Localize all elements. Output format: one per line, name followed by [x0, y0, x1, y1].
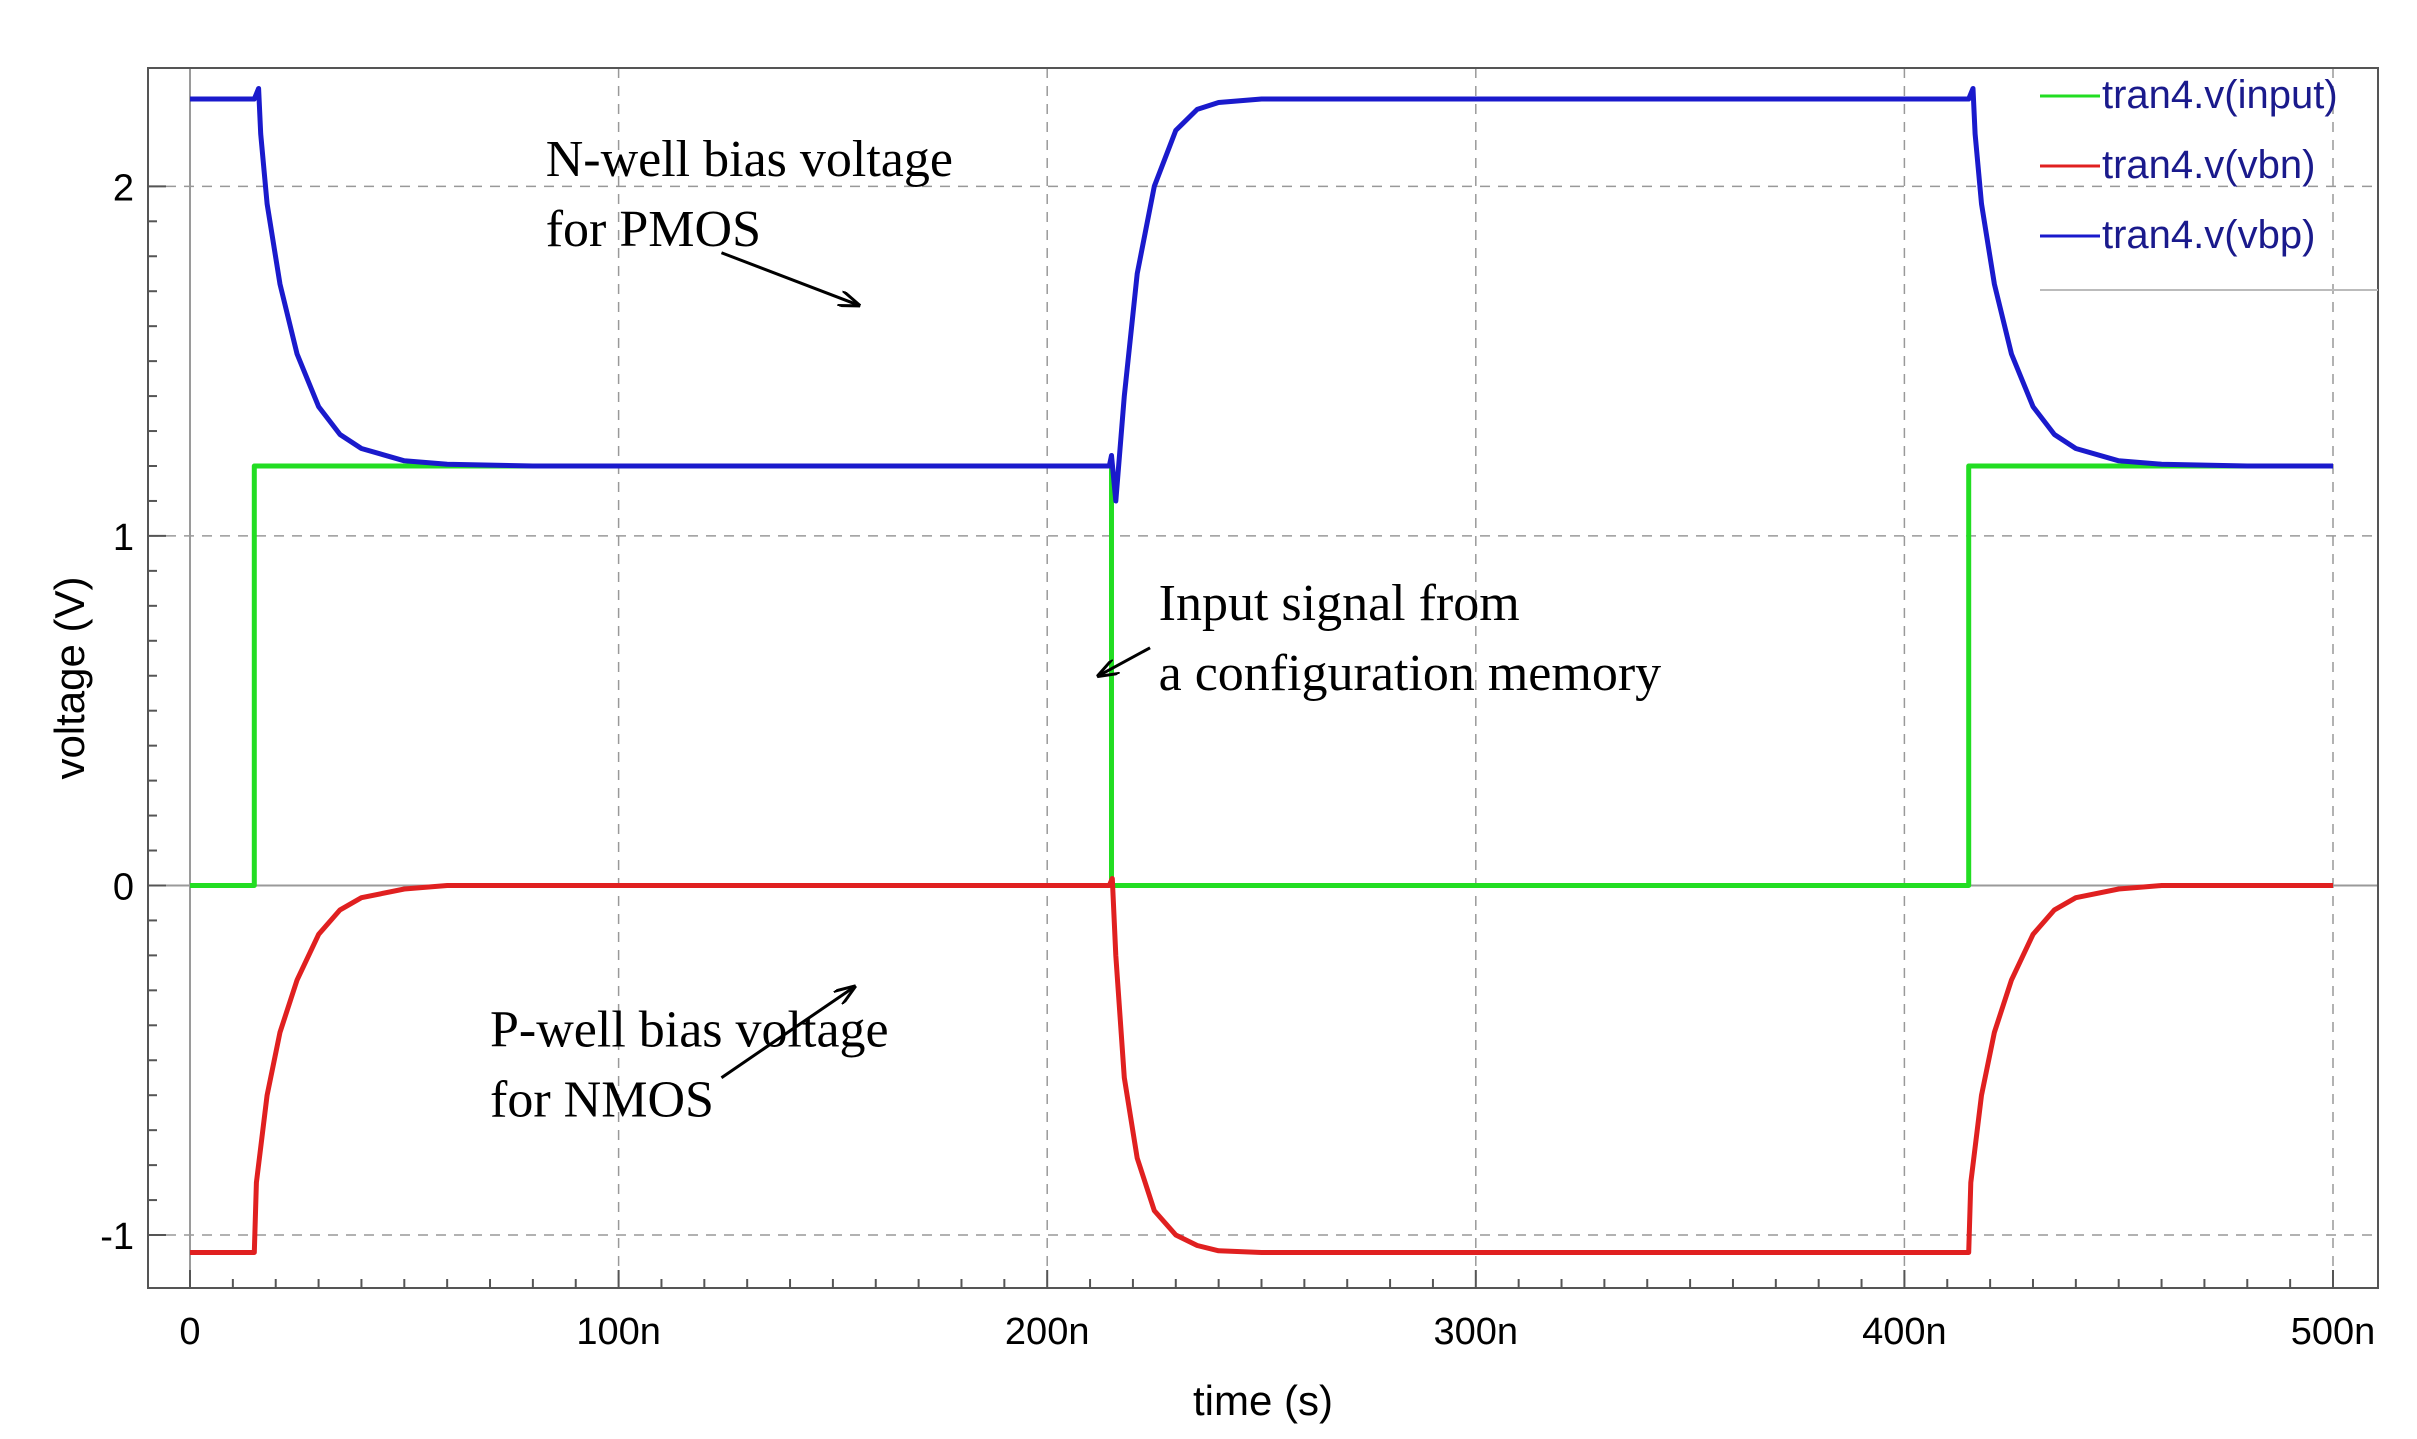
annotation-arrow — [720, 987, 854, 1079]
y-tick-label: 1 — [113, 517, 134, 559]
x-tick-label: 400n — [1862, 1311, 1947, 1353]
y-tick-label: 0 — [113, 866, 134, 908]
legend-label: tran4.v(vbp) — [2102, 213, 2315, 257]
y-axis-label: voltage (V) — [46, 576, 93, 779]
x-axis-label: time (s) — [1193, 1377, 1333, 1424]
x-tick-label: 300n — [1434, 1311, 1519, 1353]
x-tick-label: 100n — [576, 1311, 661, 1353]
annotation-arrow — [1099, 646, 1151, 676]
plot-frame — [147, 67, 2379, 1289]
annotation-arrow — [720, 251, 858, 305]
x-tick-label: 0 — [179, 1311, 200, 1353]
tick-labels: 0 100n 200n 300n 400n 500n -1 0 1 2 — [100, 167, 2375, 1353]
series-line — [190, 876, 2333, 1255]
y-tick-label: 2 — [113, 167, 134, 209]
x-tick-label: 200n — [1005, 1311, 1090, 1353]
x-tick-label: 500n — [2291, 1311, 2376, 1353]
y-tick-label: -1 — [100, 1216, 134, 1258]
series-line — [190, 86, 2333, 504]
legend-label: tran4.v(input) — [2102, 73, 2338, 117]
legend: tran4.v(input) tran4.v(vbn) tran4.v(vbp) — [2040, 73, 2378, 291]
legend-label: tran4.v(vbn) — [2102, 143, 2315, 187]
